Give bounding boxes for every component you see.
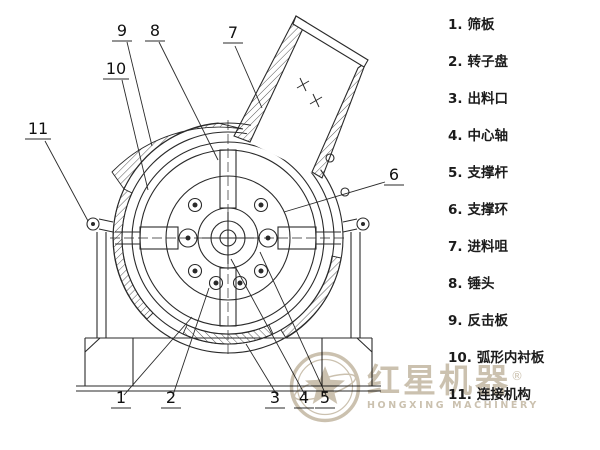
left-connection-mount bbox=[86, 217, 114, 338]
legend-item-7: 7.进料咀 bbox=[448, 238, 544, 275]
legend-item-label: 中心轴 bbox=[467, 128, 509, 144]
legend-item-label: 出料口 bbox=[467, 91, 509, 107]
callout-7: 7 bbox=[228, 23, 238, 42]
legend-item-label: 连接机构 bbox=[476, 387, 531, 403]
legend-item-2: 2.转子盘 bbox=[448, 53, 544, 90]
legend-item-number: 8. bbox=[448, 276, 463, 292]
callout-1: 1 bbox=[116, 388, 126, 407]
feed-chute bbox=[233, 15, 369, 179]
watermark-brand: 红星机器® bbox=[367, 364, 539, 397]
legend-item-8: 8.锤头 bbox=[448, 275, 544, 312]
callout-5: 5 bbox=[320, 388, 330, 407]
center-shaft bbox=[202, 212, 254, 264]
legend-item-number: 2. bbox=[448, 54, 463, 70]
legend-item-label: 反击板 bbox=[467, 313, 509, 329]
legend-item-4: 4.中心轴 bbox=[448, 127, 544, 164]
legend-item-1: 1.筛板 bbox=[448, 16, 544, 53]
callout-3: 3 bbox=[270, 388, 280, 407]
hongxing-watermark: 红星机器® HONGXING MACHINERY bbox=[288, 350, 539, 424]
hammer-arms bbox=[219, 149, 237, 327]
legend-item-3: 3.出料口 bbox=[448, 90, 544, 127]
callout-11: 11 bbox=[28, 119, 48, 138]
legend-item-5: 5.支撑杆 bbox=[448, 164, 544, 201]
legend-item-number: 10. bbox=[448, 350, 472, 366]
star-icon bbox=[305, 366, 345, 404]
rotor-bolts bbox=[187, 197, 269, 291]
legend-item-number: 6. bbox=[448, 202, 463, 218]
legend-item-number: 11. bbox=[448, 387, 472, 403]
legend-item-label: 进料咀 bbox=[467, 239, 509, 255]
callout-8: 8 bbox=[150, 21, 160, 40]
callout-2: 2 bbox=[166, 388, 176, 407]
callout-9: 9 bbox=[117, 21, 127, 40]
watermark-brand-text: 红星机器 bbox=[367, 360, 511, 400]
legend-item-label: 支撑杆 bbox=[467, 165, 509, 181]
chute-bolt-symbols bbox=[296, 77, 323, 108]
leader-lines bbox=[44, 41, 386, 396]
legend-item-label: 转子盘 bbox=[467, 54, 509, 70]
legend-item-11: 11.连接机构 bbox=[448, 386, 544, 423]
callout-10: 10 bbox=[106, 59, 126, 78]
support-rods bbox=[115, 226, 341, 250]
legend-item-10: 10.弧形内衬板 bbox=[448, 349, 544, 386]
legend-item-number: 5. bbox=[448, 165, 463, 181]
registered-mark-icon: ® bbox=[511, 368, 526, 383]
legend-item-label: 支撑环 bbox=[467, 202, 509, 218]
callout-labels: 9 8 10 7 11 6 1 2 3 4 5 bbox=[28, 21, 399, 407]
arc-liner-hatch bbox=[111, 122, 342, 345]
watermark-text-block: 红星机器® HONGXING MACHINERY bbox=[367, 364, 539, 411]
legend-item-number: 3. bbox=[448, 91, 463, 107]
crusher-structure-diagram: 9 8 10 7 11 6 1 2 3 4 5 bbox=[25, 15, 404, 409]
legend-item-9: 9.反击板 bbox=[448, 312, 544, 349]
legend-item-number: 7. bbox=[448, 239, 463, 255]
callout-6: 6 bbox=[389, 165, 399, 184]
callout-4: 4 bbox=[299, 388, 309, 407]
legend-item-label: 弧形内衬板 bbox=[476, 350, 545, 366]
legend-item-label: 锤头 bbox=[467, 276, 495, 292]
legend-item-label: 筛板 bbox=[467, 17, 495, 33]
legend-item-number: 1. bbox=[448, 17, 463, 33]
legend-item-number: 4. bbox=[448, 128, 463, 144]
watermark-brand-en: HONGXING MACHINERY bbox=[367, 399, 539, 411]
legend-item-6: 6.支撑环 bbox=[448, 201, 544, 238]
legend-item-number: 9. bbox=[448, 313, 463, 329]
hongxing-logo-icon bbox=[289, 351, 361, 423]
right-connection-mount bbox=[342, 217, 370, 338]
casing-bolts bbox=[325, 153, 350, 197]
parts-legend: 1.筛板 2.转子盘 3.出料口 4.中心轴 5.支撑杆 6.支撑环 7.进料咀… bbox=[448, 16, 544, 423]
